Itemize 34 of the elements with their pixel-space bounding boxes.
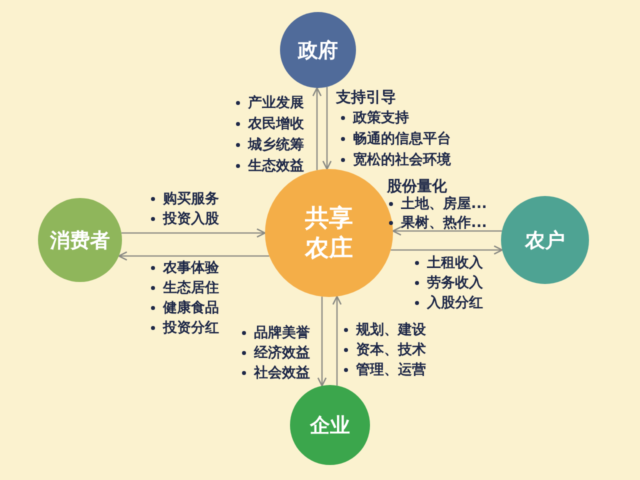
circle-node: 消费者 [38, 198, 122, 282]
circle-node: 农户 [501, 196, 589, 284]
bullet-item: 购买服务 [150, 190, 219, 208]
bullet-item: 城乡统筹 [235, 136, 304, 154]
bullet-item: 入股分红 [414, 294, 483, 312]
arrow [390, 245, 503, 255]
bullet-item: 政策支持 [340, 109, 409, 127]
bullet-item: 农事体验 [150, 259, 219, 277]
bullet-item: 健康食品 [150, 299, 219, 317]
bullet-item: 规划、建设 [343, 321, 426, 339]
bullet-item: 畅通的信息平台 [340, 130, 451, 148]
circle-node: 政府 [280, 12, 356, 88]
arrow [121, 228, 266, 238]
arrow [312, 87, 322, 170]
circle-node: 企业 [290, 385, 370, 465]
arrow [322, 86, 332, 170]
bullet-item: 品牌美誉 [241, 324, 310, 342]
arrow [317, 296, 327, 386]
bullet-item: 资本、技术 [343, 341, 426, 359]
bullet-item: 投资入股 [150, 210, 219, 228]
bullet-item: 宽松的社会环境 [340, 151, 451, 169]
bullet-item: 土租收入 [414, 254, 483, 272]
arrow [118, 251, 270, 261]
bullet-item: 社会效益 [241, 364, 310, 382]
bullet-item: 生态居住 [150, 279, 219, 297]
arrow [392, 226, 502, 236]
bullet-item: 劳务收入 [414, 274, 483, 292]
heading-text: 支持引导 [336, 88, 396, 106]
bullet-item: 经济效益 [241, 344, 310, 362]
arrow [332, 296, 342, 386]
bullet-item: 产业发展 [235, 94, 304, 112]
bullet-item: 投资分红 [150, 319, 219, 337]
bullet-item: 管理、运营 [343, 361, 426, 379]
bullet-item: 农民增收 [235, 115, 304, 133]
